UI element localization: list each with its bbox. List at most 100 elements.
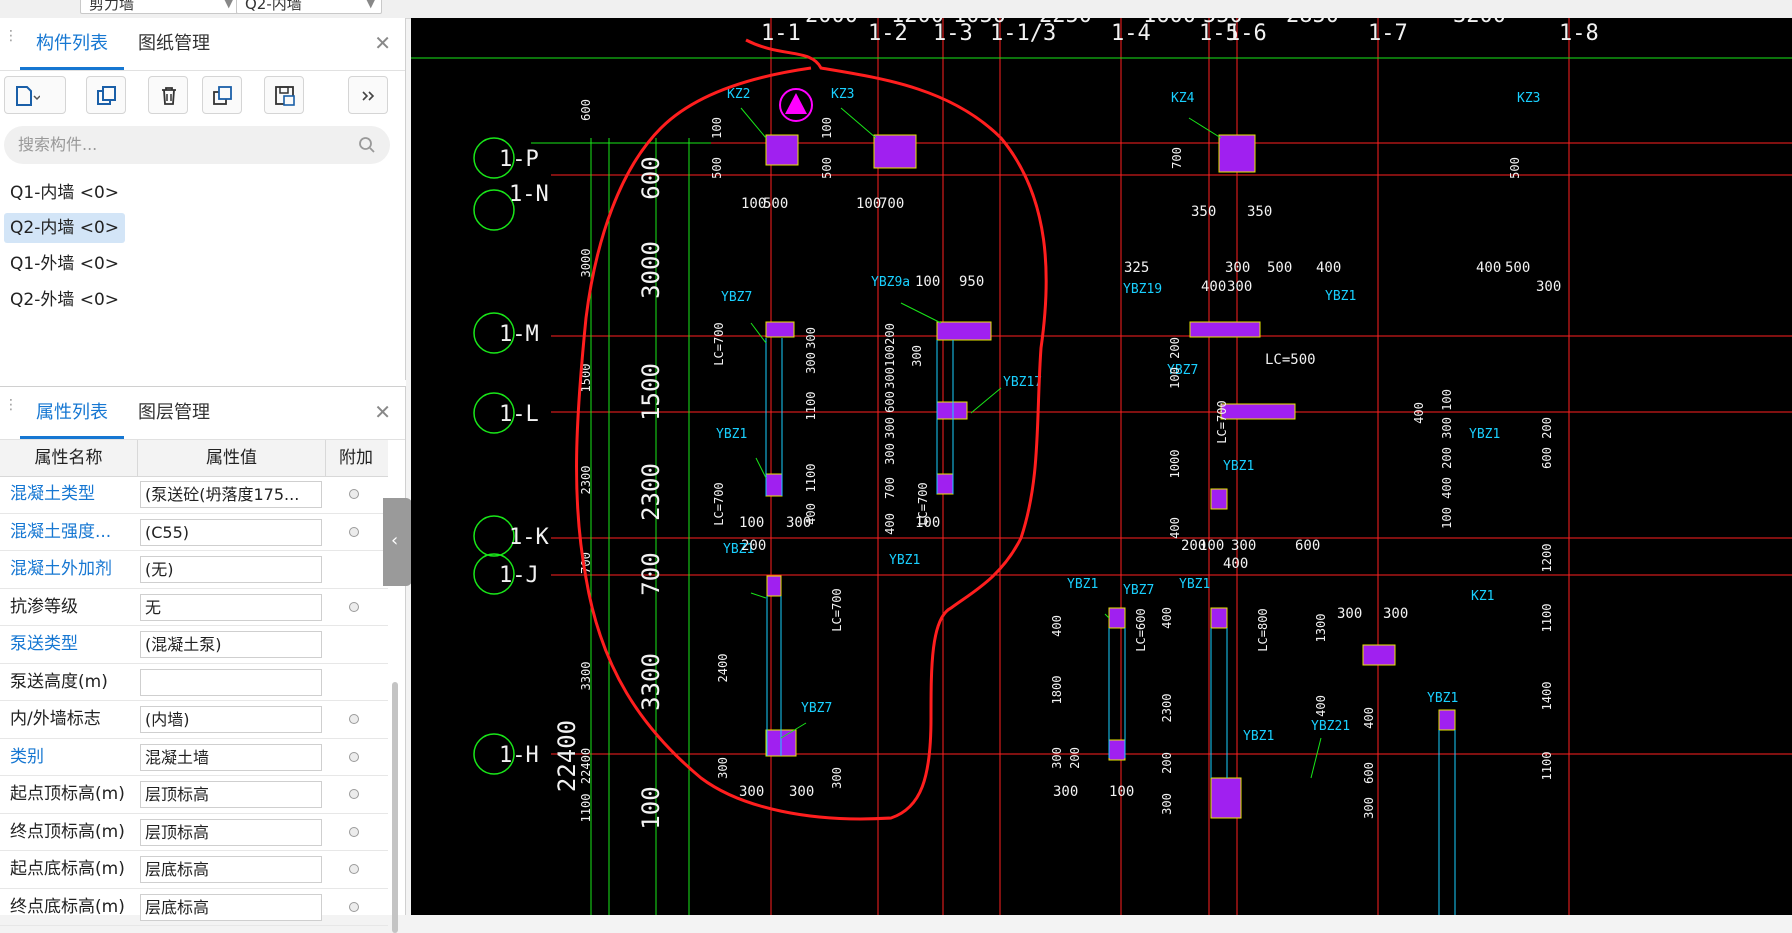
vertical-dim-label: 100: [710, 117, 724, 139]
table-row: 起点顶标高(m)层顶标高: [0, 776, 388, 814]
tab-drawing-management[interactable]: 图纸管理: [138, 33, 210, 54]
dim-label: 400: [1476, 260, 1501, 276]
dim-label: YBZ7: [1123, 583, 1154, 598]
list-item[interactable]: Q2-外墙 <0>: [10, 290, 120, 310]
dim-label: YBZ17: [1003, 375, 1042, 390]
property-name: 抗渗等级: [10, 596, 78, 617]
vertical-dim-label: 400: [1412, 402, 1426, 424]
extra-checkbox[interactable]: [349, 789, 359, 799]
close-icon[interactable]: ✕: [374, 400, 391, 424]
wall-column: [1210, 777, 1242, 819]
property-value-input[interactable]: (内墙): [140, 706, 322, 733]
vertical-dim-label: 1100: [804, 392, 818, 421]
dim-label: 100: [915, 274, 940, 290]
axis-bubble: [473, 137, 515, 179]
vertical-dim-label: LC=600: [1134, 608, 1148, 651]
search-icon[interactable]: [358, 136, 376, 154]
dim-label: 500: [1267, 260, 1292, 276]
vertical-dim-label: 600: [1362, 762, 1376, 784]
drag-grip-icon[interactable]: ⋮: [4, 28, 18, 44]
wall-column: [1438, 709, 1456, 731]
list-item-selected[interactable]: Q2-内墙 <0>: [4, 213, 126, 243]
wall-column: [765, 134, 799, 166]
vertical-dim-label: 300: [804, 352, 818, 374]
component-search-input[interactable]: 搜索构件...: [4, 126, 390, 164]
property-value-input[interactable]: (无): [140, 556, 322, 583]
list-item[interactable]: Q1-外墙 <0>: [10, 254, 120, 274]
property-value-input[interactable]: (混凝土泵): [140, 631, 322, 658]
axis-bubble: [473, 553, 515, 595]
axis-label-left: 1-P: [499, 147, 539, 172]
property-value-input[interactable]: 无: [140, 593, 322, 621]
property-name: 混凝土类型: [10, 484, 95, 504]
list-item[interactable]: Q1-内墙 <0>: [10, 183, 120, 203]
duplicate-floor-button[interactable]: [202, 76, 242, 114]
property-value-input[interactable]: 混凝土墙: [140, 743, 322, 771]
tab-property-list[interactable]: 属性列表: [20, 387, 124, 439]
dim-label-left: 100: [637, 786, 665, 829]
leader-line: [900, 302, 942, 324]
drag-grip-icon[interactable]: ⋮: [4, 397, 18, 413]
wall-column: [873, 134, 917, 169]
tab-layer-management[interactable]: 图层管理: [138, 402, 210, 423]
property-value-input[interactable]: (C55): [140, 518, 322, 546]
dim-label: YBZ7: [1167, 363, 1198, 378]
vertical-dim-label: 200: [1168, 337, 1182, 359]
component-type-value: 剪力墙: [89, 0, 135, 13]
component-name-combo[interactable]: Q2-内墙 ▼: [236, 0, 382, 14]
leader-line: [840, 107, 877, 139]
extra-checkbox[interactable]: [349, 489, 359, 499]
property-scrollbar[interactable]: [392, 682, 398, 933]
dim-label-left: 3300: [637, 653, 665, 711]
vertical-dim-label: 300: [883, 417, 897, 439]
leader-line: [1310, 737, 1322, 779]
extra-checkbox[interactable]: [349, 526, 359, 537]
dim-label: KZ4: [1171, 91, 1195, 106]
new-component-button[interactable]: [4, 76, 66, 114]
copy-component-button[interactable]: [86, 76, 126, 114]
vertical-dim-label: 500: [820, 157, 834, 179]
axis-bubble: [473, 189, 515, 231]
more-tools-button[interactable]: [348, 76, 388, 114]
vertical-dim-label: 300: [1440, 417, 1454, 439]
property-value-input[interactable]: 层底标高: [140, 893, 322, 921]
extra-checkbox[interactable]: [349, 864, 359, 874]
property-value-input[interactable]: 层顶标高: [140, 781, 322, 808]
close-icon[interactable]: ✕: [374, 31, 391, 55]
copy-icon: [97, 86, 116, 105]
property-value-input[interactable]: [140, 668, 322, 696]
vertical-dim-label: 500: [1508, 157, 1522, 179]
dim-label: 100: [856, 196, 881, 212]
dim-label: 700: [879, 196, 904, 212]
leader-line: [970, 387, 1002, 414]
extra-checkbox[interactable]: [349, 751, 359, 762]
vertical-dim-label: 2300: [1160, 694, 1174, 723]
drawing-canvas[interactable]: 1-11-21-31-1/31-41-51-61-71-820001200105…: [411, 18, 1792, 915]
wall-column: [1218, 134, 1256, 173]
dim-label: YBZ1: [1179, 577, 1210, 592]
extra-checkbox[interactable]: [349, 601, 359, 612]
dim-label: YBZ1: [1067, 577, 1098, 592]
vertical-dim-label: 1400: [1540, 682, 1554, 711]
total-dim-label: 22400: [553, 720, 581, 792]
dim-label: 200: [741, 538, 766, 554]
tab-component-list[interactable]: 构件列表: [20, 18, 124, 70]
extra-checkbox[interactable]: [349, 826, 359, 837]
delete-component-button[interactable]: [148, 76, 188, 114]
collapse-panel-button[interactable]: ‹: [383, 498, 412, 586]
property-value-input[interactable]: (泵送砼(坍落度175...: [140, 481, 322, 508]
dim-label: YBZ1: [1469, 427, 1500, 442]
vertical-dim-label: 400: [1168, 517, 1182, 539]
component-type-combo[interactable]: 剪力墙 ▼: [80, 0, 240, 14]
dim-label: 300: [1225, 260, 1250, 276]
vertical-dim-label: 1100: [1540, 604, 1554, 633]
extra-checkbox[interactable]: [349, 714, 359, 724]
vertical-dim-label: 100: [1168, 367, 1182, 389]
save-template-button[interactable]: [264, 76, 304, 114]
dim-label-left: 600: [637, 156, 665, 199]
extra-checkbox[interactable]: [349, 901, 359, 912]
property-value-input[interactable]: 层底标高: [140, 856, 322, 883]
property-value-input[interactable]: 层顶标高: [140, 818, 322, 846]
cad-drawing[interactable]: 1-11-21-31-1/31-41-51-61-71-820001200105…: [411, 18, 1792, 915]
property-name: 泵送类型: [10, 634, 78, 654]
